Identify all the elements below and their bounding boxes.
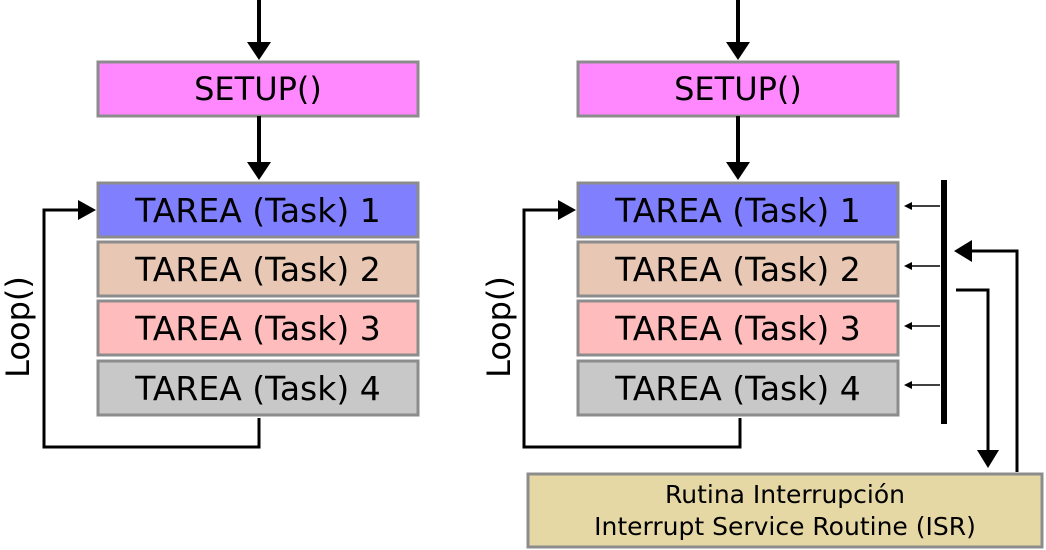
task-label-4-right: TAREA (Task) 4 [614, 369, 860, 408]
isr-box [526, 472, 1044, 549]
loop-label-right: Loop() [480, 276, 518, 378]
loop-label-left: Loop() [0, 276, 37, 378]
task-label-2-right: TAREA (Task) 2 [614, 250, 860, 289]
task-label-1-left: TAREA (Task) 1 [134, 191, 380, 230]
loop-line-right [522, 208, 742, 449]
isr-return-line [968, 249, 1019, 472]
isr-return-arrowhead [954, 240, 972, 262]
setup-label-left: SETUP() [194, 70, 322, 108]
setup-to-task-arrowhead-left [247, 162, 271, 180]
task-label-4-left: TAREA (Task) 4 [134, 369, 380, 408]
setup-to-task-arrowhead-right [726, 162, 750, 180]
setup-label-right: SETUP() [674, 70, 802, 108]
task-label-3-left: TAREA (Task) 3 [134, 309, 380, 348]
task-box-2-left [96, 240, 420, 298]
isr-label-line1: Rutina Interrupción [665, 480, 905, 509]
task-box-3-right [576, 299, 900, 357]
bar-to-isr-arrowhead [977, 450, 999, 468]
bar-to-isr-line [956, 288, 990, 455]
loop-line-left [42, 208, 261, 449]
interrupt-arrowhead-task1 [904, 202, 912, 210]
entry-arrowhead-right [726, 42, 750, 60]
left-diagram: SETUP() TAREA (Task) 1 TAREA (Task) 2 TA… [0, 0, 420, 449]
task-box-3-left [96, 299, 420, 357]
entry-arrowhead-left [247, 42, 271, 60]
isr-label-line2: Interrupt Service Routine (ISR) [594, 512, 976, 541]
task-label-3-right: TAREA (Task) 3 [614, 309, 860, 348]
task-box-1-left [96, 181, 420, 239]
interrupt-arrowhead-task3 [904, 322, 912, 330]
task-box-1-right [576, 181, 900, 239]
task-label-2-left: TAREA (Task) 2 [134, 250, 380, 289]
loop-arrowhead-right [558, 200, 576, 220]
task-label-1-right: TAREA (Task) 1 [614, 191, 860, 230]
right-diagram: SETUP() TAREA (Task) 1 TAREA (Task) 2 TA… [480, 0, 1044, 549]
interrupt-arrowhead-task4 [904, 381, 912, 389]
task-box-4-left [96, 359, 420, 417]
loop-arrowhead-left [78, 200, 96, 220]
task-box-2-right [576, 240, 900, 298]
task-box-4-right [576, 359, 900, 417]
setup-box-right [576, 60, 900, 118]
interrupt-arrowhead-task2 [904, 262, 912, 270]
